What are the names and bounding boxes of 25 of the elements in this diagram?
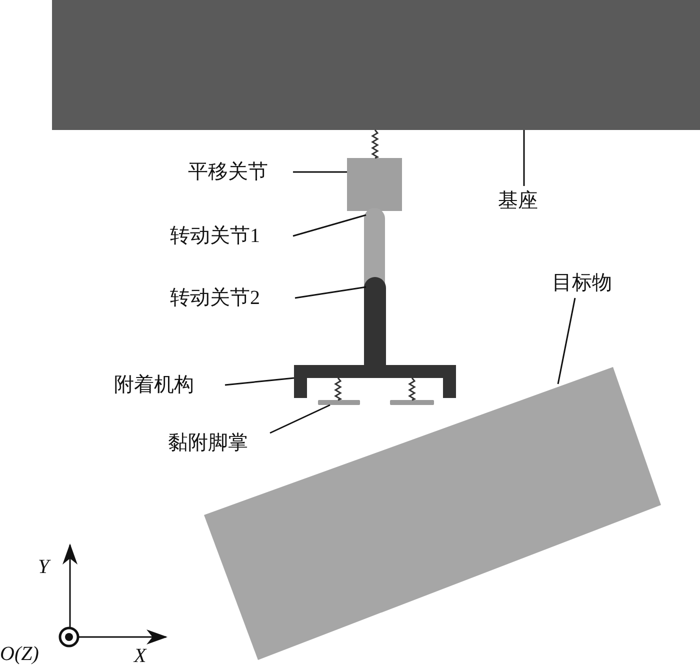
leader-line: [270, 404, 330, 434]
spring: [334, 378, 342, 401]
leader-line: [557, 298, 576, 384]
leader-line: [293, 171, 347, 173]
part-label: 基座: [498, 188, 538, 214]
axis-label: Y: [38, 556, 50, 578]
part-label: 附着机构: [114, 372, 194, 398]
part-label: 目标物: [552, 270, 612, 296]
axis-label: O(Z): [0, 643, 39, 665]
part-label: 转动关节2: [170, 285, 260, 311]
translational-joint-block: [347, 158, 402, 211]
part-label: 黏附脚掌: [168, 430, 248, 456]
leader-line: [523, 130, 525, 186]
leader-line: [224, 377, 294, 386]
spring: [408, 378, 416, 401]
spring: [371, 130, 380, 159]
base-block: [52, 0, 700, 130]
adhesive-foot-pad: [318, 400, 360, 405]
adhesive-foot-pad: [390, 400, 434, 405]
part-label: 平移关节: [188, 159, 268, 185]
leader-line: [294, 286, 366, 299]
attachment-frame: [294, 365, 456, 398]
part-label: 转动关节1: [170, 223, 260, 249]
axis-label: X: [134, 645, 146, 667]
leader-line: [292, 214, 366, 237]
